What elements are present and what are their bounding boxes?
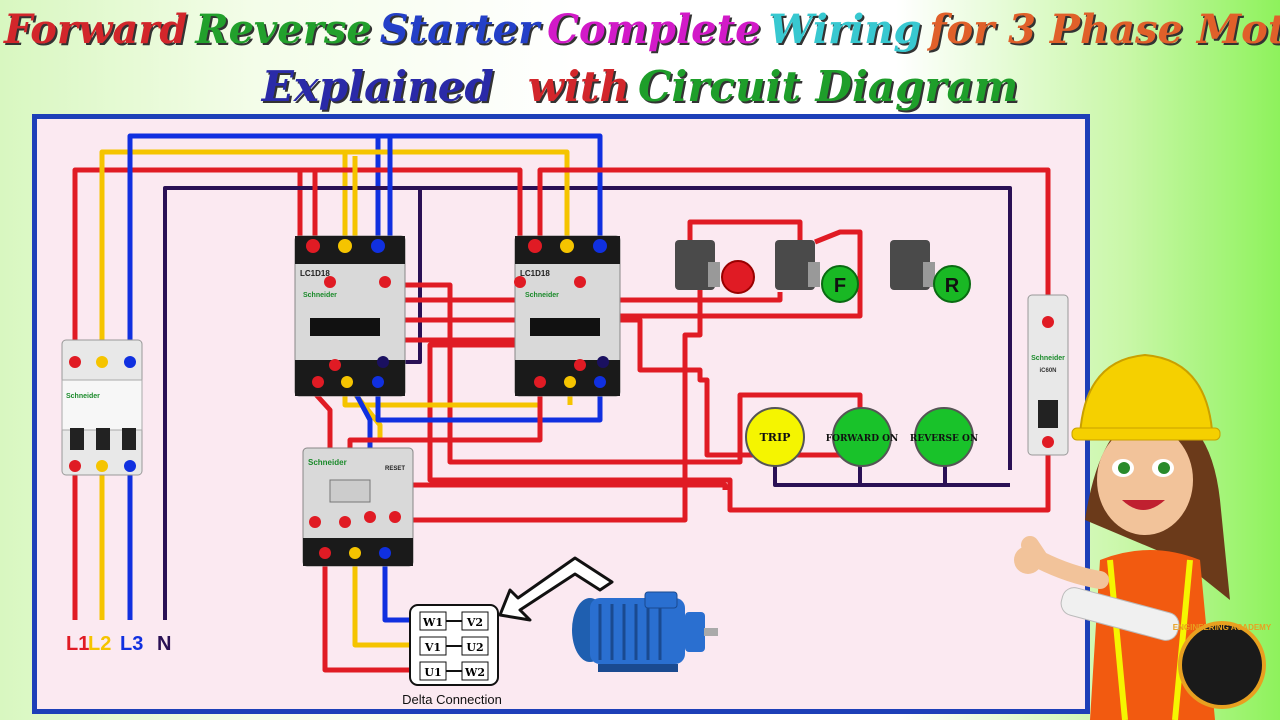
reverse-on-lamp	[914, 407, 974, 467]
label-l1: L1	[66, 633, 89, 655]
arrow-icon	[498, 556, 614, 622]
diagram-board	[32, 114, 1090, 714]
title-word: Reverse	[195, 6, 372, 53]
motor-icon	[572, 591, 718, 672]
wire-motor-u	[322, 560, 420, 673]
title-word: Forward	[4, 6, 188, 53]
title-word: Circuit Diagram	[637, 62, 1019, 111]
trip-lamp-label: TRIP	[760, 431, 791, 444]
forward-button[interactable]	[775, 240, 859, 303]
reverse-on-lamp-label: REVERSE ON	[910, 434, 978, 444]
overload-relay[interactable]	[302, 447, 414, 567]
wire-ctrl-2	[385, 282, 863, 465]
contactor2-model: LC1D18	[520, 269, 550, 278]
terminal-w1: W1	[422, 616, 443, 629]
wire-l1-c2	[300, 167, 523, 250]
mcb-1-pole[interactable]	[1027, 294, 1069, 456]
contactor-forward[interactable]	[294, 235, 406, 397]
delta-connection-caption: Delta Connection	[402, 692, 502, 707]
wire-ctrl-7	[332, 317, 860, 458]
motor-terminal-box	[409, 604, 499, 686]
contactor1-model: LC1D18	[300, 269, 330, 278]
mcb-3-pole[interactable]	[61, 339, 143, 476]
terminal-v1: V1	[424, 641, 441, 654]
wire-n	[163, 186, 1012, 620]
title-word: Wiring	[768, 6, 922, 53]
stop-button[interactable]	[675, 240, 755, 294]
wire-l2-c2	[345, 149, 570, 250]
contactor-reverse[interactable]	[514, 235, 621, 397]
label-l3: L3	[120, 633, 143, 655]
wire-motor-v	[352, 560, 420, 648]
contactor1-brand: Schneider	[303, 292, 337, 299]
contactor2-brand: Schneider	[525, 292, 559, 299]
forward-button-letter: F	[834, 275, 846, 297]
mcb3-brand: Schneider	[66, 393, 100, 400]
wire-ctrl-10	[308, 386, 333, 450]
wire-c2-red-top	[537, 167, 1051, 320]
reverse-button-letter: R	[945, 275, 960, 297]
mcb1-brand: Schneider	[1031, 355, 1065, 362]
wire-motor-w	[382, 560, 420, 623]
terminal-u1: U1	[424, 666, 441, 679]
title-word: Complete	[547, 6, 761, 53]
terminal-u2: U2	[466, 641, 483, 654]
academy-logo-text: ENGINEERING ACADEMY	[1173, 623, 1272, 632]
trip-lamp	[745, 407, 805, 467]
wire-lamp-common	[773, 460, 1010, 487]
overload-brand: Schneider	[308, 458, 347, 467]
label-l2: L2	[88, 633, 111, 655]
wire-ctrl-9	[395, 482, 728, 490]
terminal-v2: V2	[466, 616, 483, 629]
title-word: for 3 Phase Motor	[929, 6, 1280, 53]
wire-l3-c2	[378, 133, 603, 250]
title-word: Starter	[379, 6, 540, 53]
title-word: with	[527, 62, 630, 111]
forward-on-lamp	[832, 407, 892, 467]
wire-out-b	[375, 385, 603, 423]
overload-reset: RESET	[385, 466, 405, 472]
terminal-w2: W2	[464, 666, 485, 679]
mcb1-model: iC60N	[1039, 368, 1056, 374]
title-word: Explained	[261, 62, 494, 111]
forward-on-lamp-label: FORWARD ON	[826, 434, 899, 444]
reverse-button[interactable]	[890, 240, 971, 303]
label-n: N	[157, 633, 171, 655]
academy-logo	[1178, 621, 1266, 709]
